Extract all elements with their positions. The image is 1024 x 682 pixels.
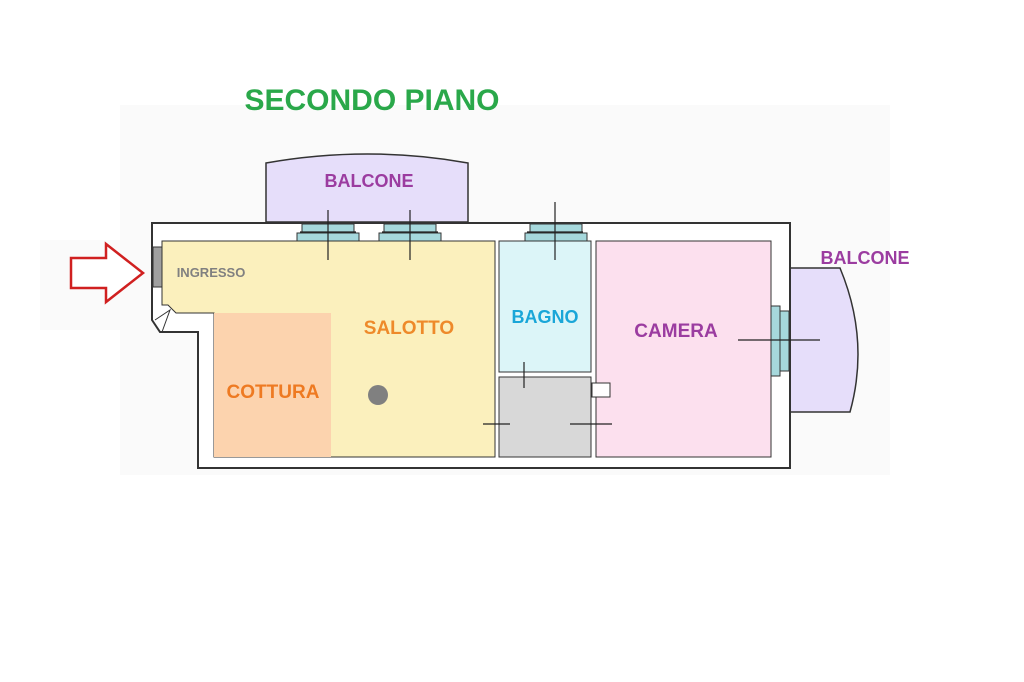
column-dot-icon: [368, 385, 388, 405]
entrance-wall-corner: [154, 308, 171, 333]
page-title: SECONDO PIANO: [244, 84, 499, 117]
label-balcone-top: BALCONE: [325, 171, 414, 191]
label-salotto: SALOTTO: [364, 318, 454, 339]
label-bagno-part2: GNO: [537, 307, 578, 327]
crosshair-markers: [300, 202, 820, 425]
label-balcone-right: BALCONE: [821, 248, 910, 268]
room-cottura: [214, 313, 331, 457]
label-bagno: BAGNO: [511, 307, 578, 327]
room-closet: [498, 376, 592, 458]
entrance-arrow-icon: [69, 241, 146, 305]
camera-recess: [591, 382, 611, 398]
room-camera: [595, 240, 772, 458]
label-camera: CAMERA: [634, 321, 718, 342]
label-bagno-part1: BA: [511, 307, 537, 327]
window-bagno: [524, 223, 588, 242]
balcony-top: [265, 153, 469, 223]
room-bagno: [498, 240, 592, 373]
window-camera: [770, 305, 790, 377]
balcony-right: [787, 267, 859, 413]
entrance-door: [152, 246, 163, 288]
label-ingresso: INGRESSO: [177, 265, 246, 280]
label-cottura: COTTURA: [227, 382, 320, 403]
